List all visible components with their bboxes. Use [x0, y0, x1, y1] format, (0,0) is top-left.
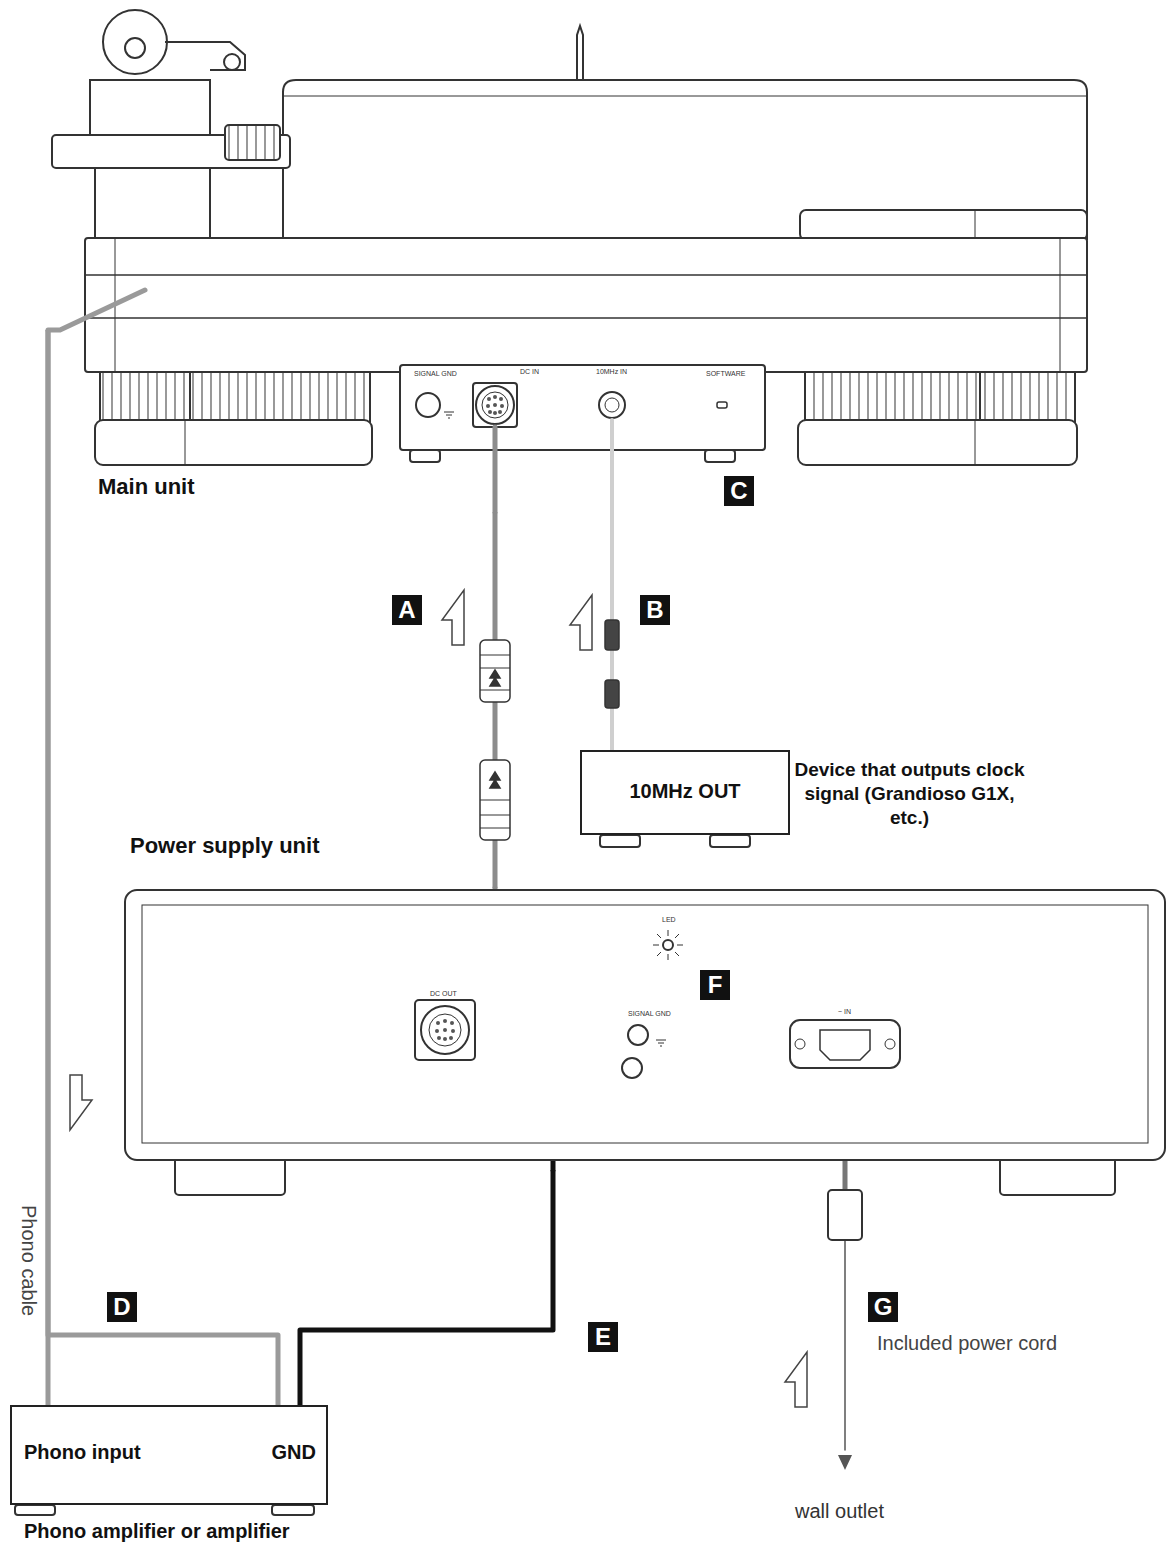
callout-letter: E [588, 1322, 618, 1352]
ground-wire [48, 330, 278, 1405]
device-heading: Device that outputs clock signal (Grandi… [792, 758, 1027, 829]
cable-stubs [48, 290, 845, 1450]
turntable-drawing [52, 10, 1087, 465]
port-label: SOFTWARE [706, 370, 745, 377]
port-name: 10MHz OUT [582, 780, 788, 803]
device-heading: Phono amplifier or amplifier [24, 1520, 290, 1543]
port-label: 10MHz IN [596, 368, 627, 375]
callout-letter: A [392, 595, 422, 625]
port-label: LED [662, 916, 676, 923]
note: wall outlet [795, 1500, 884, 1523]
connector-pins [486, 395, 504, 415]
callout-letter: F [700, 970, 730, 1000]
clock-device-box: 10MHz OUTDevice that outputs clock signa… [580, 750, 790, 835]
unit-title: Power supply unit [130, 833, 319, 859]
outlet-arrowhead [838, 1455, 852, 1470]
ground-wire [300, 1170, 553, 1405]
direction-arrows [70, 590, 807, 1407]
main-unit: Main unit [48, 0, 1090, 512]
callout-letter: D [107, 1292, 137, 1322]
port-label: SIGNAL GND [628, 1010, 671, 1017]
port-label: SIGNAL GND [414, 370, 457, 377]
port-label: ~ IN [838, 1008, 851, 1015]
callout-letter: C [724, 476, 754, 506]
port-name: GND [272, 1441, 316, 1464]
cable-name: Phono cable [17, 1205, 40, 1316]
dc-out-pins [435, 1019, 455, 1041]
callout-letter: G [868, 1292, 898, 1322]
port-label: DC IN [520, 368, 539, 375]
note: Included power cord [877, 1332, 1057, 1355]
phono-amplifier-box: Phono inputGNDPhono amplifier or amplifi… [10, 1405, 328, 1505]
unit-title: Main unit [98, 474, 195, 500]
power-supply-unit: Power supply unit [125, 888, 1165, 1170]
port-label: DC OUT [430, 990, 457, 997]
callout-letter: B [640, 595, 670, 625]
port-name: Phono input [24, 1441, 141, 1464]
